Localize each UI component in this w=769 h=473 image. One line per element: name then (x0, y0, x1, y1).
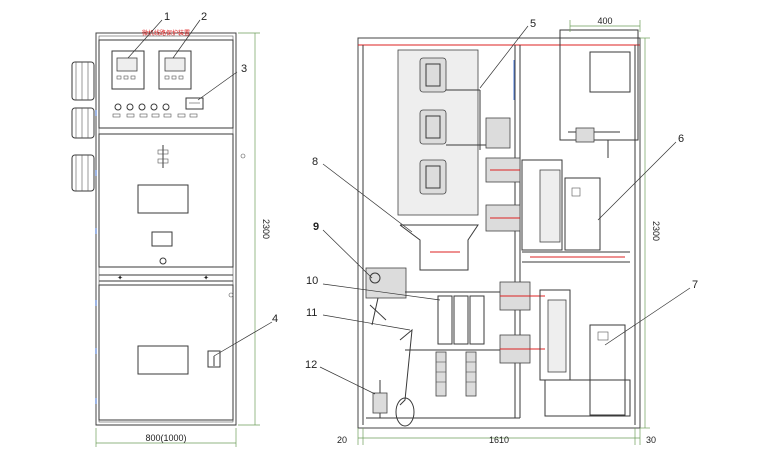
relay-1-display (116, 57, 138, 72)
observation-window-lower (137, 345, 189, 375)
side-width-label: 1610 (489, 435, 509, 445)
callout-10: 10 (306, 275, 318, 287)
indicator-lamps (112, 103, 198, 118)
callout-8: 8 (312, 156, 318, 168)
current-transformers (419, 57, 447, 195)
callout-12: 12 (305, 359, 317, 371)
busbar-chamber (559, 29, 639, 141)
svg-text:✦: ✦ (203, 274, 209, 282)
callout-9: 9 (313, 221, 319, 233)
front-height-dimension: 2300 (238, 32, 271, 426)
side-top-dimension: 400 (569, 16, 641, 32)
operation-hole (151, 231, 173, 247)
lower-truck (544, 379, 631, 417)
breaker-compartment-door (98, 133, 234, 268)
callout-2: 2 (201, 11, 207, 23)
breaker-mechanism (564, 177, 601, 251)
protection-relay-1 (111, 50, 145, 90)
callout-1: 1 (164, 11, 170, 23)
side-top-label: 400 (597, 16, 612, 26)
cable-compartment-door (98, 284, 234, 421)
relay-compartment (98, 39, 234, 129)
zero-sequence-ct (372, 392, 388, 414)
side-width-dimension: 1610 20 30 (337, 428, 656, 445)
side-left-margin-label: 20 (337, 435, 347, 445)
cable-termination (395, 397, 415, 427)
observation-window-upper (137, 184, 189, 214)
callout-4: 4 (272, 313, 278, 325)
side-height-dimension: 2300 (640, 37, 661, 429)
front-width-label: 800(1000) (145, 433, 186, 443)
side-height-label: 2300 (651, 221, 661, 241)
surge-arresters (435, 351, 477, 397)
side-right-margin-label: 30 (646, 435, 656, 445)
callout-7: 7 (692, 279, 698, 291)
lower-current-transformers (437, 295, 485, 345)
side-view: 1610 20 30 400 2300 5 6 7 8 9 10 1 (305, 16, 698, 445)
callout-6: 6 (678, 133, 684, 145)
callout-11: 11 (306, 307, 317, 319)
front-height-label: 2300 (261, 219, 271, 239)
cable-glands (71, 61, 95, 192)
control-switch-box (185, 97, 204, 110)
protection-relay-2 (158, 50, 192, 90)
callout-3: 3 (241, 63, 247, 75)
door-lock (159, 257, 167, 265)
relay-panel-label: 微机线路保护装置 (142, 29, 190, 37)
voltage-transformer (589, 324, 626, 416)
relay-2-display (164, 57, 186, 72)
front-view: 微机线路保护装置 (71, 11, 278, 447)
svg-text:✦: ✦ (117, 274, 123, 282)
circuit-breaker (521, 159, 563, 251)
front-width-dimension: 800(1000) (95, 428, 237, 447)
callout-5: 5 (530, 18, 536, 30)
front-cabinet-outline (95, 32, 237, 426)
door-handle (207, 350, 221, 368)
earthing-switch (365, 267, 407, 299)
upper-bushing (485, 117, 511, 149)
